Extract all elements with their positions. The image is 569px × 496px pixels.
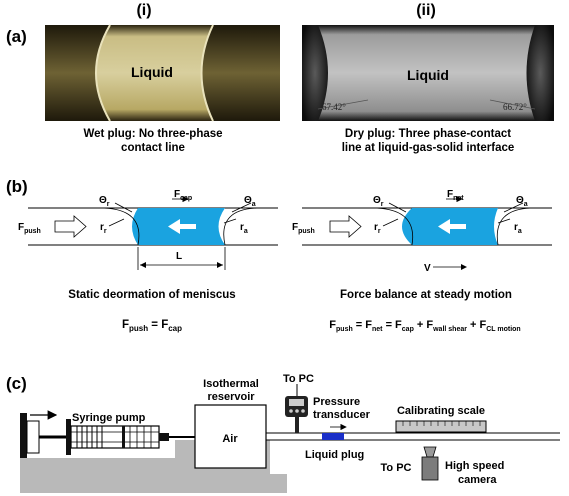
dry-plug-liquid-label: Liquid	[407, 67, 449, 83]
pressure-label-line2: transducer	[313, 409, 371, 421]
calibrating-scale	[395, 420, 487, 433]
angle-right-readout: 66.72°	[503, 102, 527, 112]
steady-equation: Fpush = Fnet = Fcap + Fwall shear + FCL …	[329, 319, 520, 333]
static-equation: Fpush = Fcap	[122, 319, 182, 333]
r-r-label-right: rr	[374, 222, 381, 235]
fnet-arrow	[438, 219, 466, 234]
r-r-label-left: rr	[100, 222, 107, 235]
pressure-label-line1: Pressure	[313, 396, 360, 408]
wet-plug-caption-line1: Wet plug: No three-phase	[83, 128, 222, 140]
fpush-label-left: Fpush	[18, 222, 41, 235]
wet-plug-liquid-label: Liquid	[131, 64, 173, 80]
theta-a-label-left: Θa	[244, 195, 256, 208]
r-a-label-right: ra	[514, 222, 522, 235]
pressure-transducer	[285, 384, 308, 433]
to-pc-label-2: To PC	[381, 462, 412, 474]
dry-plug-caption-line1: Dry plug: Three phase-contact	[345, 128, 511, 140]
camera-label-line2: camera	[458, 474, 497, 486]
syringe-pump	[20, 410, 169, 458]
to-pc-label-1: To PC	[283, 373, 314, 385]
liquid-plug-in-tube	[322, 433, 344, 440]
fnet-label: Fnet	[447, 189, 464, 202]
fcap-arrow	[168, 219, 196, 234]
syringe-pump-label: Syringe pump	[72, 412, 146, 424]
dry-plug-photo: Liquid 67.42° 66.72°	[302, 25, 554, 121]
camera-label-line1: High speed	[445, 460, 504, 472]
theta-r-label-right: Θr	[373, 195, 384, 208]
length-label: L	[176, 251, 182, 262]
isothermal-reservoir	[194, 404, 267, 469]
fcap-label: Fcap	[174, 189, 192, 202]
panel-b-label: (b)	[6, 177, 28, 196]
air-label: Air	[222, 433, 238, 445]
theta-a-label-right: Θa	[516, 195, 528, 208]
column-ii-label: (ii)	[416, 2, 436, 19]
fpush-label-right: Fpush	[292, 222, 315, 235]
column-i-label: (i)	[136, 2, 151, 19]
liquid-plug-label: Liquid plug	[305, 449, 364, 461]
theta-r-label-left: Θr	[99, 195, 110, 208]
velocity-label: V	[424, 263, 431, 274]
static-caption: Static deormation of meniscus	[68, 289, 235, 301]
velocity-arrow	[461, 264, 467, 270]
push-arrow-right	[329, 215, 362, 238]
reservoir-label-line1: Isothermal	[203, 378, 259, 390]
calibrating-scale-label: Calibrating scale	[397, 405, 485, 417]
steady-caption: Force balance at steady motion	[340, 289, 512, 301]
push-arrow-left	[54, 215, 87, 238]
panel-c-label: (c)	[6, 374, 27, 393]
angle-left-readout: 67.42°	[322, 102, 346, 112]
high-speed-camera	[421, 446, 439, 481]
wet-plug-caption-line2: contact line	[121, 142, 185, 154]
wet-plug-photo: Liquid	[45, 24, 280, 122]
dry-plug-caption-line2: line at liquid-gas-solid interface	[342, 142, 515, 154]
static-meniscus-schematic	[28, 195, 278, 270]
reservoir-label-line2: reservoir	[207, 391, 255, 403]
steady-motion-schematic	[302, 195, 552, 270]
panel-a-label: (a)	[6, 27, 27, 46]
r-a-label-left: ra	[240, 222, 248, 235]
